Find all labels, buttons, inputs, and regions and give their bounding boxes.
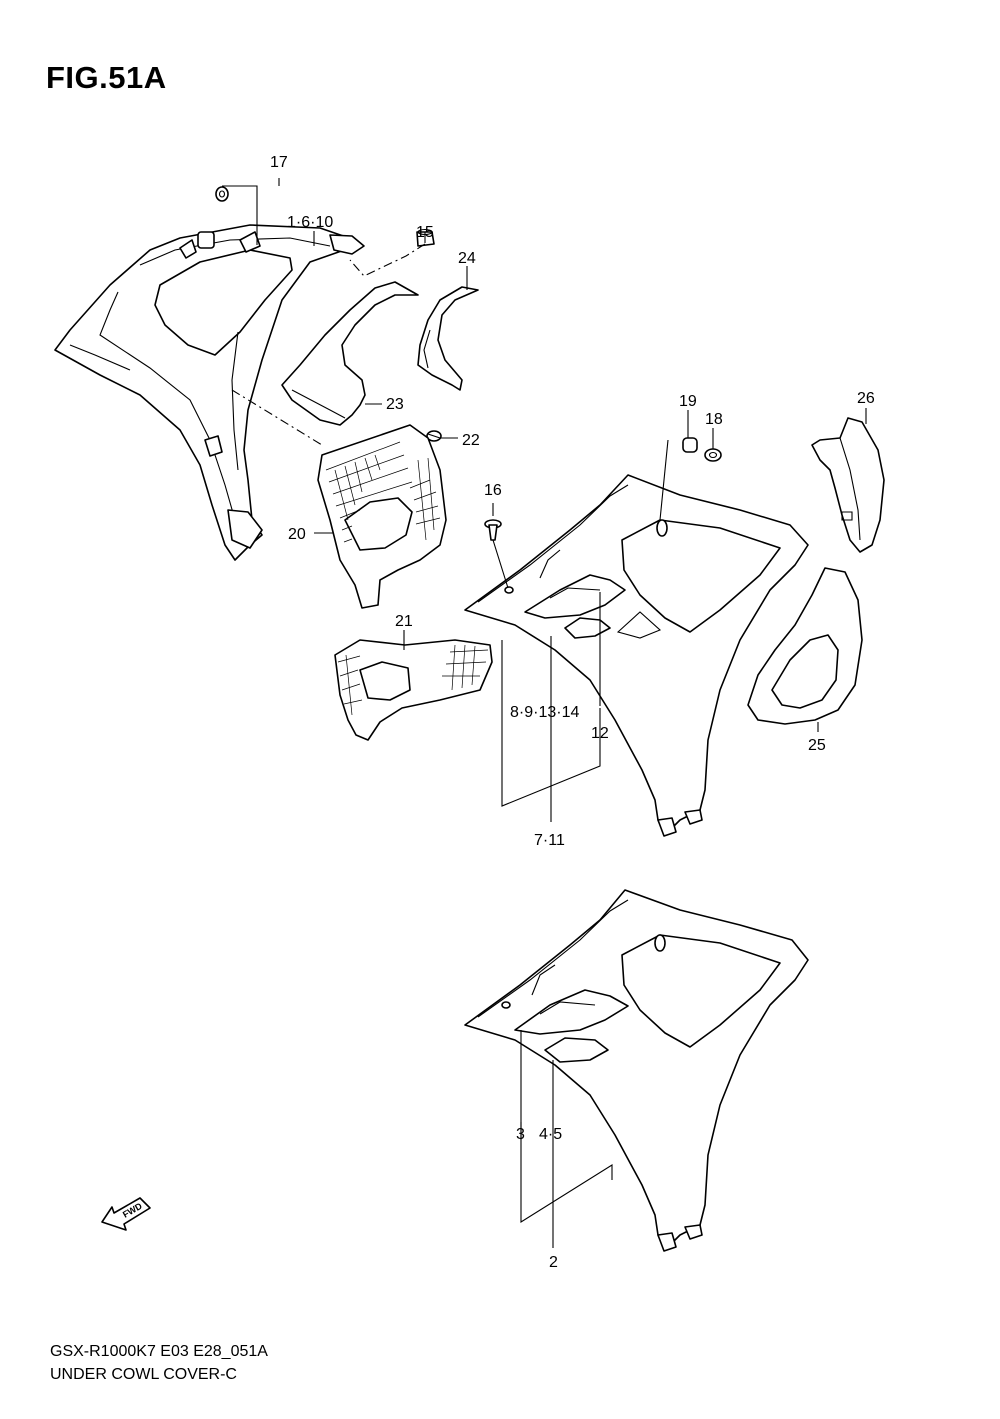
diagram-caption: UNDER COWL COVER-C xyxy=(50,1366,237,1383)
callout-18: 18 xyxy=(705,411,723,428)
grommet-part-17 xyxy=(215,186,229,202)
callout-20: 20 xyxy=(288,526,306,543)
mesh-panel-part-20 xyxy=(317,424,447,609)
under-cowl-part-2 xyxy=(464,889,809,1252)
clip-part-16 xyxy=(484,519,502,541)
callout-25: 25 xyxy=(808,737,826,754)
cushion-part-19 xyxy=(682,437,698,453)
callout-24: 24 xyxy=(458,250,476,267)
callout-26: 26 xyxy=(857,390,875,407)
bolt-part-18 xyxy=(704,448,722,462)
callout-21: 21 xyxy=(395,613,413,630)
callout-17: 17 xyxy=(270,154,288,171)
callout-16: 16 xyxy=(484,482,502,499)
model-code: GSX-R1000K7 E03 E28_051A xyxy=(50,1343,268,1360)
under-cowl-part-7-11 xyxy=(464,474,809,837)
figure-title: FIG.51A xyxy=(46,60,167,95)
callout-2: 2 xyxy=(549,1254,558,1271)
upper-cowling-part xyxy=(54,224,365,561)
forward-arrow-icon: FWD xyxy=(101,1197,151,1231)
leader-lines xyxy=(222,178,867,1248)
callout-7-11: 7·11 xyxy=(534,832,565,849)
callout-3: 3 xyxy=(516,1126,525,1143)
callout-23: 23 xyxy=(386,396,404,413)
inner-bracket-part-24 xyxy=(417,286,479,391)
callout-22: 22 xyxy=(462,432,480,449)
callout-8-9-13-14: 8·9·13·14 xyxy=(510,704,579,721)
callout-4-5: 4·5 xyxy=(539,1126,562,1143)
callout-1-6-10: 1·6·10 xyxy=(287,214,333,231)
lower-mesh-panel-part-21 xyxy=(334,639,493,741)
side-bracket-part-26 xyxy=(811,417,885,553)
callout-15: 15 xyxy=(416,224,434,241)
callout-19: 19 xyxy=(679,393,697,410)
callout-12: 12 xyxy=(591,725,609,742)
callout-labels: 17 1·6·10 15 24 23 22 20 21 16 19 18 26 … xyxy=(270,154,875,1271)
inner-panel-part-23 xyxy=(281,281,419,426)
screw-part-22 xyxy=(426,430,442,442)
side-cover-part-25 xyxy=(747,567,863,725)
